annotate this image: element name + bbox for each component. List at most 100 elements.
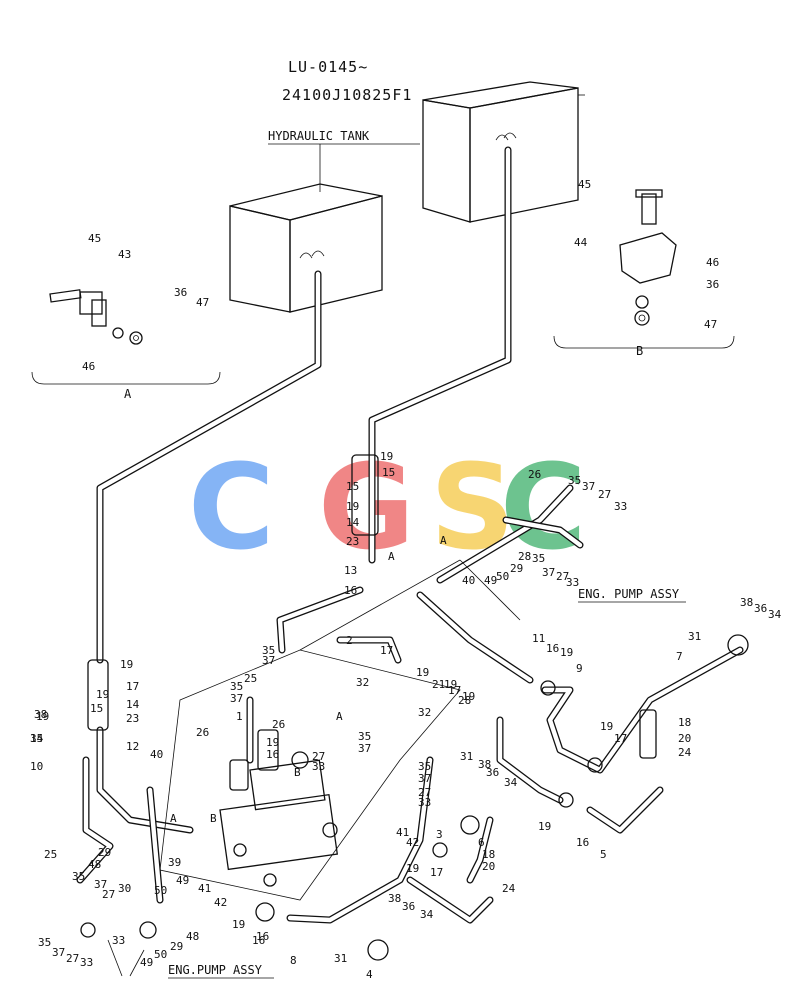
callout-52: 25 [244, 672, 257, 685]
callout-33: 27 [556, 570, 569, 583]
callout-101: 18 [482, 848, 495, 861]
callout-134: 49 [140, 956, 153, 969]
callout-77: 40 [150, 748, 163, 761]
callout-76: 12 [126, 740, 139, 753]
pump-body [80, 454, 749, 961]
callout-124: 36 [402, 900, 415, 913]
callout-132: 33 [80, 956, 93, 969]
callout-82: 27 [312, 750, 325, 763]
callout-135: 50 [154, 948, 167, 961]
callout-90: 36 [486, 766, 499, 779]
callout-25: 33 [614, 500, 627, 513]
callout-81: 26 [272, 718, 285, 731]
callout-69: 19 [96, 688, 109, 701]
callout-23: 37 [582, 480, 595, 493]
callout-10: 47 [704, 318, 717, 331]
callout-48: 17 [448, 684, 461, 697]
callout-119: 16 [252, 934, 265, 947]
callout-9: 36 [706, 278, 719, 291]
callout-71: 19 [36, 710, 49, 723]
callout-65: 19 [120, 658, 133, 671]
callout-21: 26 [528, 468, 541, 481]
callout-34: 33 [566, 576, 579, 589]
callout-61: 17 [614, 732, 627, 745]
callout-51: 37 [262, 654, 275, 667]
callout-5: 46 [82, 360, 95, 373]
callout-17: 13 [344, 564, 357, 577]
callout-116: 41 [198, 882, 211, 895]
callout-129: 35 [38, 936, 51, 949]
hydraulic-tank-left [229, 183, 383, 313]
callout-41: 16 [546, 642, 559, 655]
watermark-letter-1: C [188, 438, 275, 576]
callout-39: 7 [676, 650, 683, 663]
callout-86: A [336, 710, 343, 723]
callout-110: 39 [168, 856, 181, 869]
callout-42: 19 [560, 646, 573, 659]
callout-38: 31 [688, 630, 701, 643]
callout-92: 35 [418, 760, 431, 773]
callout-40: 11 [532, 632, 545, 645]
callout-98: 42 [406, 836, 419, 849]
callout-127: 31 [334, 952, 347, 965]
callout-29: 29 [510, 562, 523, 575]
callout-6: 45 [578, 178, 591, 191]
callout-70: 15 [90, 702, 103, 715]
callout-36: 36 [754, 602, 767, 615]
callout-47: 21 [432, 678, 445, 691]
callout-118: 19 [232, 918, 245, 931]
callout-128: 4 [366, 968, 373, 981]
callout-7: 44 [574, 236, 588, 249]
callout-125: 34 [420, 908, 434, 921]
callout-112: 49 [176, 874, 189, 887]
callout-67: 38 [34, 708, 47, 721]
callout-26: 40 [462, 574, 475, 587]
detail-a-label: A [124, 387, 132, 401]
callout-83: 33 [312, 760, 325, 773]
callout-95: 33 [418, 796, 431, 809]
callout-93: 37 [418, 772, 431, 785]
callout-84: 35 [358, 730, 371, 743]
callout-18: 16 [344, 584, 357, 597]
callout-94: 27 [418, 786, 431, 799]
callout-103: 5 [600, 848, 607, 861]
detail-a: A [31, 289, 221, 401]
callout-122: 24 [502, 882, 516, 895]
callout-66: 17 [126, 680, 139, 693]
callout-57: 32 [418, 706, 431, 719]
callout-68: 34 [30, 732, 44, 745]
callout-115: 50 [154, 884, 167, 897]
watermark: C G S C [188, 438, 587, 576]
callout-120: 17 [430, 866, 443, 879]
callout-88: 31 [460, 750, 473, 763]
callout-108: 48 [88, 858, 101, 871]
callout-11: 19 [380, 450, 393, 463]
callout-59: 28 [458, 694, 471, 707]
eng-pump-assy-top-label: ENG. PUMP ASSY [578, 587, 680, 601]
callout-99: 16 [256, 930, 269, 943]
eng-pump-assy-bottom-label: ENG.PUMP ASSY [168, 963, 263, 977]
callout-46: 19 [416, 666, 429, 679]
callout-54: 37 [230, 692, 243, 705]
watermark-letter-4: C [500, 438, 587, 576]
callout-58: 19 [444, 678, 457, 691]
callout-2: 43 [118, 248, 131, 261]
callout-139: B [210, 812, 217, 825]
callout-35: 38 [740, 596, 753, 609]
callout-117: 42 [214, 896, 227, 909]
callout-53: 35 [230, 680, 243, 693]
hydraulic-tank-right [422, 81, 585, 223]
callout-31: 35 [532, 552, 545, 565]
callout-16: 23 [346, 535, 359, 548]
callout-85: 37 [358, 742, 371, 755]
callout-104: 19 [538, 820, 551, 833]
callout-45: 17 [380, 644, 393, 657]
callout-73: 14 [126, 698, 140, 711]
callout-50: 35 [262, 644, 275, 657]
callout-27: 49 [484, 574, 497, 587]
callout-96: 3 [436, 828, 443, 841]
callout-12: 15 [382, 466, 395, 479]
detail-b: B [553, 189, 735, 358]
callout-75: 10 [30, 760, 43, 773]
